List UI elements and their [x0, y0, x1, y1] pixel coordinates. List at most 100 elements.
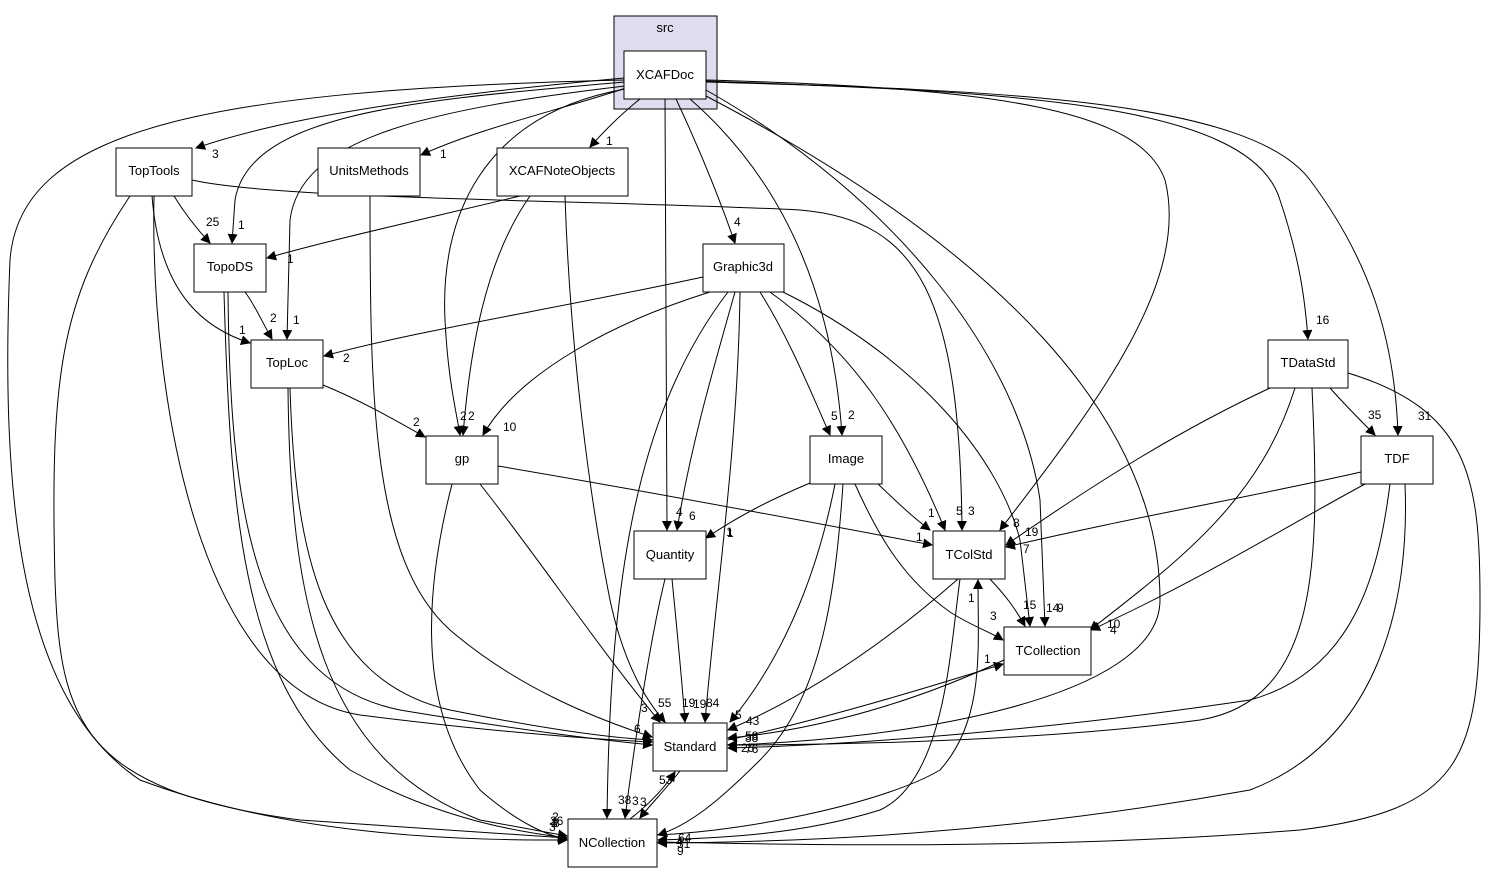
- node-label: TopLoc: [266, 355, 308, 370]
- node-xcafnoteobjects[interactable]: XCAFNoteObjects: [496, 147, 629, 197]
- node-topods[interactable]: TopoDS: [193, 243, 267, 293]
- edge-count-label[interactable]: 10: [1107, 617, 1121, 631]
- edge-graphic3d-to-standard: [700, 291, 741, 723]
- edge-count-label[interactable]: 1: [293, 313, 300, 327]
- edge-count-label[interactable]: 1: [239, 323, 246, 337]
- edge-count-label[interactable]: 31: [677, 837, 691, 851]
- edge-count-label[interactable]: 31: [1418, 409, 1432, 423]
- edge-count-label[interactable]: 2: [343, 351, 350, 365]
- edge-count-label[interactable]: 2: [270, 311, 277, 325]
- edge-count-label[interactable]: 6: [689, 509, 696, 523]
- edge-xcafdoc-to-tcolstd: [705, 79, 1170, 531]
- edge-count-label[interactable]: 26: [550, 814, 564, 828]
- node-label: XCAFNoteObjects: [509, 163, 616, 178]
- edge-xcafdoc-to-graphic3d: [675, 98, 737, 244]
- edge-count-label[interactable]: 19: [693, 697, 707, 711]
- edge-count-label[interactable]: 1: [238, 218, 245, 232]
- edge-count-label[interactable]: 2: [460, 409, 467, 423]
- edge-count-label[interactable]: 43: [746, 714, 760, 728]
- edge-line: [444, 88, 626, 436]
- node-tdatastd[interactable]: TDataStd: [1267, 339, 1349, 389]
- edge-gp-to-ncollection: [430, 483, 568, 843]
- edge-count-label[interactable]: 58: [745, 729, 759, 743]
- edge-line: [223, 291, 568, 842]
- edge-count-label[interactable]: 1: [727, 526, 734, 540]
- node-image[interactable]: Image: [809, 435, 883, 485]
- edge-count-label[interactable]: 15: [1023, 598, 1037, 612]
- edge-tdf-to-standard: [727, 483, 1391, 753]
- edge-count-label[interactable]: 10: [503, 420, 517, 434]
- edge-count-label[interactable]: 84: [706, 696, 720, 710]
- edge-count-label[interactable]: 3: [632, 794, 639, 808]
- edge-count-label[interactable]: 14: [1046, 601, 1060, 615]
- node-ncollection[interactable]: NCollection: [567, 818, 658, 868]
- edge-count-label[interactable]: 53: [659, 773, 673, 787]
- edge-count-label[interactable]: 4: [1110, 623, 1117, 637]
- edge-count-label[interactable]: 1: [984, 652, 991, 666]
- edge-count-label[interactable]: 7: [1023, 542, 1030, 556]
- edge-count-label[interactable]: 2: [848, 408, 855, 422]
- node-xcafdoc[interactable]: XCAFDoc: [623, 50, 707, 100]
- node-tcollection[interactable]: TCollection: [1003, 626, 1092, 676]
- edge-ncollection-to-tcolstd: [656, 579, 984, 836]
- edge-count-label[interactable]: 3: [212, 147, 219, 161]
- edge-count-label[interactable]: 25: [741, 741, 755, 755]
- edge-count-label[interactable]: 1: [916, 530, 923, 544]
- edge-count-label[interactable]: 8: [1013, 516, 1020, 530]
- edge-count-label[interactable]: 3: [968, 504, 975, 518]
- node-tdf[interactable]: TDF: [1360, 435, 1434, 485]
- edge-count-label[interactable]: 9: [677, 844, 684, 858]
- edge-line: [700, 291, 741, 723]
- edge-count-label[interactable]: 1: [928, 506, 935, 520]
- edge-count-label[interactable]: 6: [634, 722, 641, 736]
- node-quantity[interactable]: Quantity: [633, 530, 707, 580]
- edge-count-label[interactable]: 38: [745, 731, 759, 745]
- edge-count-label[interactable]: 5: [831, 409, 838, 423]
- node-unitsmethods[interactable]: UnitsMethods: [317, 147, 421, 197]
- edge-count-label[interactable]: 8: [553, 816, 560, 830]
- node-label: TCollection: [1015, 643, 1080, 658]
- edge-line: [1329, 387, 1376, 436]
- edge-line: [497, 465, 933, 549]
- edge-line: [458, 195, 531, 436]
- edge-count-label[interactable]: 3: [641, 701, 648, 715]
- edge-count-label[interactable]: 25: [206, 215, 220, 229]
- node-tcolstd[interactable]: TColStd: [932, 530, 1006, 580]
- node-graphic3d[interactable]: Graphic3d: [702, 243, 785, 293]
- edge-count-label[interactable]: 4: [676, 835, 683, 849]
- edge-tdf-to-tcolstd: [1005, 471, 1362, 550]
- edge-line: [705, 95, 1161, 750]
- edge-line: [657, 483, 844, 838]
- edge-count-label[interactable]: 38: [618, 793, 632, 807]
- edge-count-label[interactable]: 16: [1316, 313, 1330, 327]
- edge-count-label[interactable]: 3: [640, 795, 647, 809]
- edge-count-label[interactable]: 64: [678, 831, 692, 845]
- node-toploc[interactable]: TopLoc: [250, 339, 324, 389]
- edge-count-label[interactable]: 3: [549, 820, 556, 834]
- edge-count-label[interactable]: 1: [726, 525, 733, 539]
- edge-count-label[interactable]: 19: [682, 696, 696, 710]
- edge-count-label[interactable]: 9: [1057, 601, 1064, 615]
- edge-count-label[interactable]: 55: [658, 696, 672, 710]
- edge-count-label[interactable]: 3: [551, 816, 558, 830]
- node-gp[interactable]: gp: [425, 435, 499, 485]
- edge-count-label[interactable]: 1: [606, 134, 613, 148]
- edge-count-label[interactable]: 5: [735, 708, 742, 722]
- edge-count-label[interactable]: 4: [676, 505, 683, 519]
- node-standard[interactable]: Standard: [652, 722, 728, 772]
- edge-count-label[interactable]: 1: [968, 591, 975, 605]
- edge-count-label[interactable]: 5: [956, 504, 963, 518]
- node-toptools[interactable]: TopTools: [115, 147, 193, 197]
- edge-count-label[interactable]: 35: [1368, 408, 1382, 422]
- edge-line: [1089, 387, 1296, 631]
- edge-count-label[interactable]: 4: [734, 215, 741, 229]
- edge-count-label[interactable]: 76: [745, 742, 759, 756]
- edge-topods-to-toploc: [244, 291, 273, 340]
- edge-count-label[interactable]: 1: [287, 252, 294, 266]
- edge-count-label[interactable]: 2: [552, 810, 559, 824]
- edge-count-label[interactable]: 19: [1025, 525, 1039, 539]
- edge-count-label[interactable]: 1: [440, 147, 447, 161]
- edge-count-label[interactable]: 2: [413, 415, 420, 429]
- edge-count-label[interactable]: 2: [468, 409, 475, 423]
- edge-count-label[interactable]: 3: [990, 609, 997, 623]
